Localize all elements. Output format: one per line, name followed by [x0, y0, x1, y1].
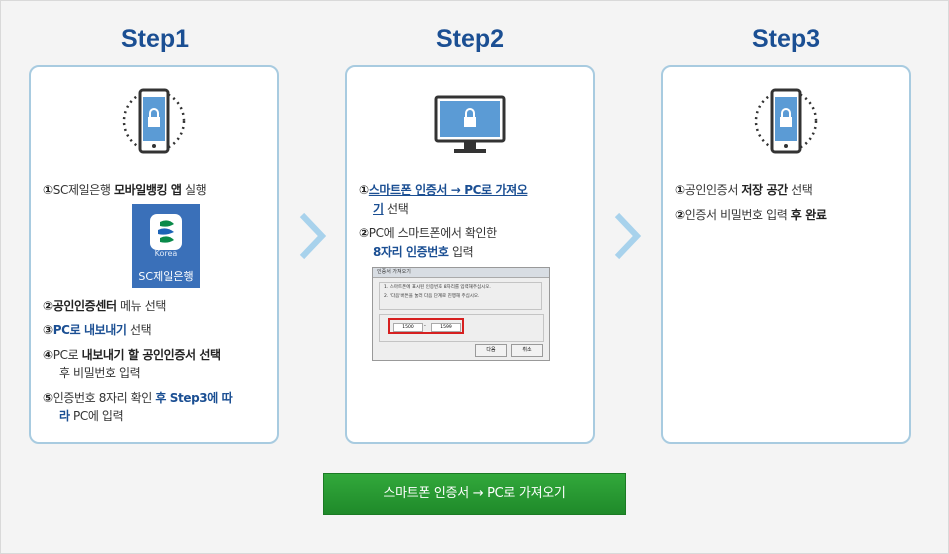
chevron-right-icon — [299, 212, 327, 260]
step1-line4: ④PC로 내보내기 할 공인인증서 선택 — [43, 348, 221, 362]
monitor-lock-icon — [347, 87, 593, 159]
code-field-2: 1599 — [431, 323, 461, 332]
certificate-import-dialog: 인증서 가져오기 1. 스마트폰에 표시된 인증번호 8자리를 입력해주십시오.… — [372, 267, 550, 361]
mobile-lock-icon — [31, 87, 277, 159]
step2-line2-cont: 8자리 인증번호 입력 — [373, 245, 474, 259]
step2-title: Step2 — [435, 25, 505, 53]
step3-title: Step3 — [751, 25, 821, 53]
step1-line1: ①SC제일은행 모바일뱅킹 앱 실행 — [43, 183, 207, 197]
step1-line5: ⑤인증번호 8자리 확인 후 Step3에 따 — [43, 391, 233, 405]
code-field-1: 1500 — [393, 323, 423, 332]
step1-line5-cont: 라 PC에 입력 — [59, 409, 124, 423]
step3-card: ①공인인증서 저장 공간 선택 ②인증서 비밀번호 입력 후 완료 — [661, 65, 911, 444]
step2-line2: ②PC에 스마트폰에서 확인한 — [359, 226, 497, 240]
dialog-title: 인증서 가져오기 — [373, 268, 549, 278]
dialog-instructions: 1. 스마트폰에 표시된 인증번호 8자리를 입력해주십시오. 2. '다음'버… — [379, 282, 542, 310]
step2-line1: ①스마트폰 인증서 → PC로 가져오 — [359, 183, 528, 197]
step3-line2: ②인증서 비밀번호 입력 후 완료 — [675, 208, 827, 222]
dialog-next-button: 다음 — [475, 344, 507, 357]
step1-line3: ③PC로 내보내기 선택 — [43, 323, 152, 337]
import-certificate-button[interactable]: 스마트폰 인증서 → PC로 가져오기 — [323, 473, 626, 515]
code-highlight-box: 1500 - 1599 — [388, 318, 464, 334]
step3-line1: ①공인인증서 저장 공간 선택 — [675, 183, 813, 197]
step2-line1-cont: 기 선택 — [373, 202, 409, 216]
step1-line2: ②공인인증센터 메뉴 선택 — [43, 299, 166, 313]
step1-title: Step1 — [120, 25, 190, 53]
dialog-code-area: 1500 - 1599 — [379, 314, 544, 342]
mobile-lock-icon — [663, 87, 909, 159]
chevron-right-icon — [614, 212, 642, 260]
sc-bank-app-logo: Korea SC제일은행 — [132, 204, 200, 288]
step2-card: ①스마트폰 인증서 → PC로 가져오 기 선택 ②PC에 스마트폰에서 확인한… — [345, 65, 595, 444]
step1-line4-cont: 후 비밀번호 입력 — [59, 366, 141, 380]
step1-card: ①SC제일은행 모바일뱅킹 앱 실행 Korea SC제일은행 ②공인인증센터 … — [29, 65, 279, 444]
dialog-cancel-button: 취소 — [511, 344, 543, 357]
